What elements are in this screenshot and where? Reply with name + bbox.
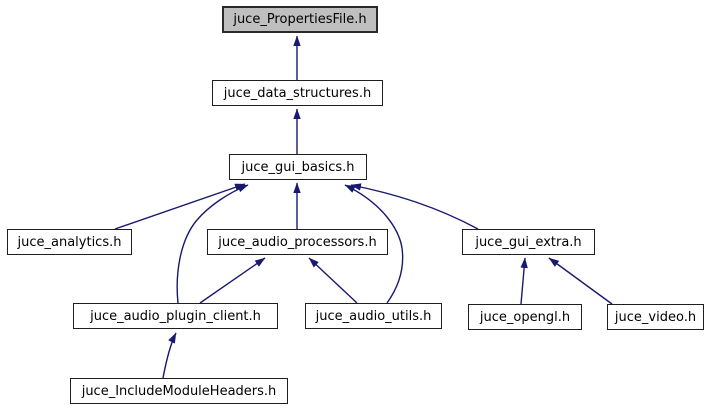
edge-audio-plugin-client-to-gui-basics: [176, 184, 249, 304]
node-juce-audio-plugin-client-h[interactable]: juce_audio_plugin_client.h: [73, 303, 278, 329]
edge-analytics-to-gui-basics: [114, 183, 246, 230]
node-juce-audio-processors-h[interactable]: juce_audio_processors.h: [207, 229, 388, 255]
edge-audio-utils-to-gui-basics: [344, 184, 404, 304]
edge-gui-extra-to-gui-basics: [350, 183, 479, 230]
node-juce-includemoduleheaders-h[interactable]: juce_IncludeModuleHeaders.h: [70, 378, 288, 404]
node-juce-gui-basics-h[interactable]: juce_gui_basics.h: [229, 154, 367, 180]
edge-video-to-gui-extra: [548, 257, 613, 305]
edge-audio-utils-to-audio-processors: [308, 257, 358, 304]
node-juce-data-structures-h[interactable]: juce_data_structures.h: [212, 80, 383, 106]
node-juce-video-h[interactable]: juce_video.h: [607, 304, 704, 330]
node-juce-gui-extra-h[interactable]: juce_gui_extra.h: [462, 229, 595, 255]
node-juce-analytics-h[interactable]: juce_analytics.h: [7, 229, 132, 255]
edge-opengl-to-gui-extra: [520, 257, 528, 305]
edge-includemoduleheaders-to-audio-plugin-client: [162, 332, 177, 379]
node-juce-audio-utils-h[interactable]: juce_audio_utils.h: [305, 303, 442, 329]
node-juce-propertiesfile-h[interactable]: juce_PropertiesFile.h: [222, 6, 378, 33]
node-juce-opengl-h[interactable]: juce_opengl.h: [468, 304, 582, 330]
edge-audio-plugin-client-to-audio-processors: [199, 257, 266, 304]
